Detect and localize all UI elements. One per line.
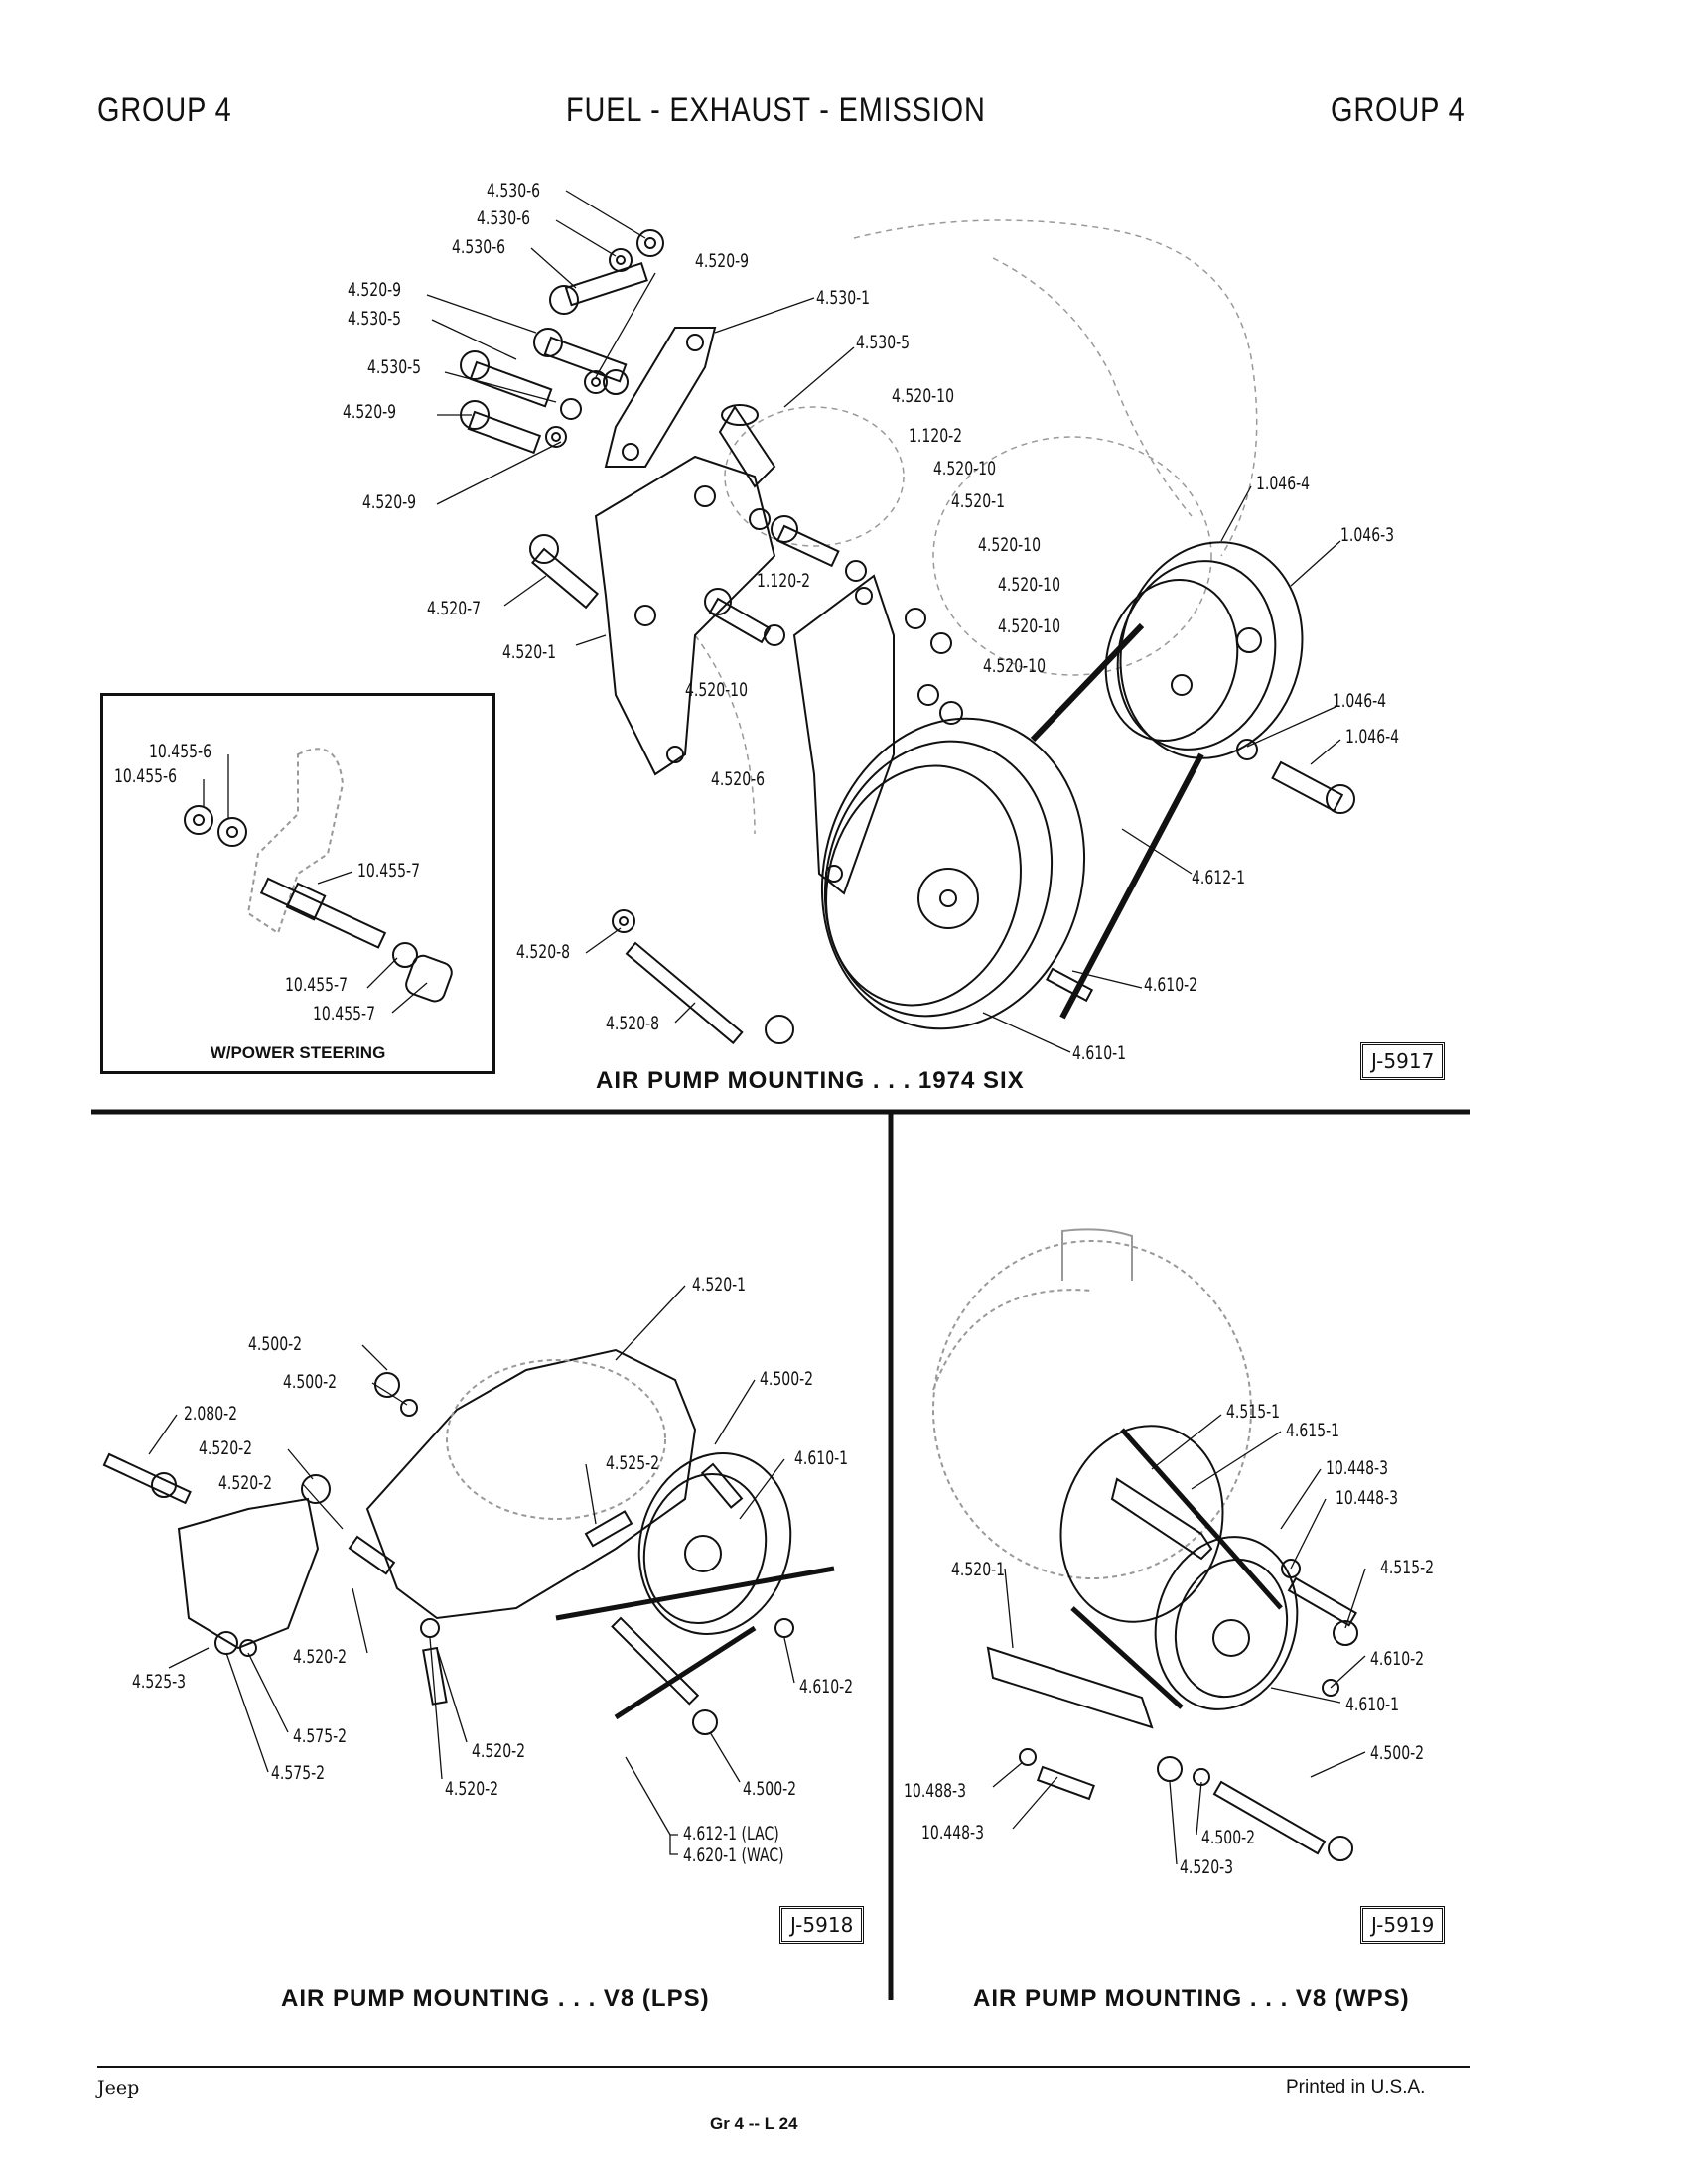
part-label: 4.520-2 [293, 1646, 348, 1668]
part-label: 4.520-2 [472, 1740, 526, 1762]
part-label: 4.500-2 [743, 1778, 797, 1800]
part-label: 4.530-5 [856, 332, 911, 353]
part-label: 4.520-9 [343, 401, 397, 423]
part-label: 1.120-2 [909, 425, 963, 447]
footer-brand: Jeep [97, 2077, 140, 2099]
spacer-4530-5 [718, 405, 776, 488]
part-label: 4.515-2 [1380, 1557, 1435, 1578]
part-label: 4.520-10 [983, 655, 1047, 677]
part-label: 4.575-2 [271, 1762, 326, 1784]
leader-lines [148, 190, 1366, 1865]
drive-belt-4612-1 [1030, 622, 1204, 1020]
part-label: 1.120-2 [757, 570, 811, 592]
pulley-1046-3 [1104, 541, 1304, 759]
part-label: 4.520-10 [685, 679, 749, 701]
group-label-right: GROUP 4 [1331, 91, 1466, 129]
part-label: 4.520-7 [427, 598, 482, 619]
page-title: FUEL - EXHAUST - EMISSION [566, 91, 986, 129]
footer-printed: Printed in U.S.A. [1286, 2077, 1426, 2098]
part-label: 4.520-1 [951, 1559, 1006, 1580]
footer-page-number: Gr 4 -- L 24 [710, 2115, 798, 2133]
part-label: 4.610-1 [1345, 1694, 1400, 1715]
part-label: 4.620-1 (WAC) [683, 1844, 784, 1866]
part-label: 4.520-3 [1180, 1856, 1234, 1878]
part-label: 4.520-8 [516, 941, 571, 963]
part-label: 10.448-3 [1326, 1457, 1389, 1479]
part-label: 4.612-1 (LAC) [683, 1823, 779, 1844]
part-label: 1.046-3 [1340, 524, 1395, 546]
part-label: 4.520-10 [998, 615, 1061, 637]
inset-caption: W/POWER STEERING [210, 1043, 386, 1062]
part-label: 2.080-2 [184, 1403, 238, 1425]
part-label: 10.455-7 [285, 974, 349, 996]
part-label: 4.610-1 [794, 1447, 849, 1469]
part-label: 4.525-2 [606, 1452, 660, 1474]
part-label: 4.520-10 [998, 574, 1061, 596]
adjust-bracket-4520-6 [792, 574, 895, 895]
part-label: 4.520-10 [892, 385, 955, 407]
engine-outline-ghost [694, 219, 1258, 835]
part-label: 10.448-3 [921, 1822, 985, 1843]
part-label: 4.500-2 [248, 1333, 303, 1355]
part-label: 4.530-6 [452, 236, 506, 258]
part-label: 4.525-3 [132, 1671, 187, 1693]
part-label: 4.520-2 [218, 1472, 273, 1494]
part-label: 4.515-1 [1226, 1401, 1281, 1423]
part-label: 4.612-1 [1192, 867, 1246, 888]
part-label: 4.530-6 [487, 180, 541, 202]
figure-ref-top: J-5917 [1360, 1042, 1446, 1080]
part-label: 1.046-4 [1333, 690, 1387, 712]
part-label: 4.520-9 [362, 491, 417, 513]
power-steering-inset: W/POWER STEERING [100, 693, 495, 1074]
part-label: 4.530-1 [816, 287, 871, 309]
part-label: 4.575-2 [293, 1725, 348, 1747]
bracket-4520-1 [594, 455, 776, 776]
part-label: 4.500-2 [1370, 1742, 1425, 1764]
bolts-top [460, 262, 1355, 1045]
figure-ref-wps: J-5919 [1360, 1906, 1446, 1944]
part-label: 10.455-7 [357, 860, 421, 882]
part-label: 4.520-8 [606, 1013, 660, 1034]
part-label: 4.610-1 [1072, 1042, 1127, 1064]
part-label: 4.615-1 [1286, 1420, 1340, 1441]
part-label: 10.455-6 [114, 765, 178, 787]
part-label: 4.520-2 [199, 1437, 253, 1459]
part-label: 4.520-10 [933, 458, 997, 479]
part-label: 10.455-6 [149, 741, 212, 762]
caption-top: AIR PUMP MOUNTING . . . 1974 SIX [596, 1067, 1025, 1094]
part-label: 4.500-2 [1201, 1827, 1256, 1848]
caption-wps: AIR PUMP MOUNTING . . . V8 (WPS) [973, 1985, 1410, 2012]
part-label: 4.520-1 [502, 641, 557, 663]
part-label: 4.610-2 [1144, 974, 1198, 996]
lps-assembly [102, 1348, 835, 1735]
caption-lps: AIR PUMP MOUNTING . . . V8 (LPS) [281, 1985, 710, 2012]
group-label-left: GROUP 4 [97, 91, 232, 129]
inset-parts [184, 748, 453, 1003]
part-label: 4.520-6 [711, 768, 766, 790]
part-label: 4.500-2 [760, 1368, 814, 1390]
part-label: 4.610-2 [799, 1676, 854, 1698]
pulley-4610-1 [820, 717, 1086, 1030]
part-label: 1.046-4 [1256, 473, 1311, 494]
part-label: 4.610-2 [1370, 1648, 1425, 1670]
part-label: 4.520-10 [978, 534, 1042, 556]
part-label: 10.455-7 [313, 1003, 376, 1024]
part-label: 4.520-9 [348, 279, 402, 301]
part-label: 4.530-5 [367, 356, 422, 378]
washers-top [545, 229, 1258, 933]
part-label: 10.448-3 [1336, 1487, 1399, 1509]
part-label: 4.520-9 [695, 250, 750, 272]
part-label: 1.046-4 [1345, 726, 1400, 748]
part-label: 4.530-5 [348, 308, 402, 330]
figure-ref-lps: J-5918 [779, 1906, 865, 1944]
part-label: 4.520-1 [692, 1274, 747, 1296]
wps-assembly [932, 1228, 1358, 1861]
part-label: 4.500-2 [283, 1371, 338, 1393]
part-label: 4.520-1 [951, 490, 1006, 512]
bracket-4530-1 [604, 327, 717, 468]
part-label: 10.488-3 [904, 1780, 967, 1802]
part-label: 4.530-6 [477, 207, 531, 229]
part-label: 4.520-2 [445, 1778, 499, 1800]
